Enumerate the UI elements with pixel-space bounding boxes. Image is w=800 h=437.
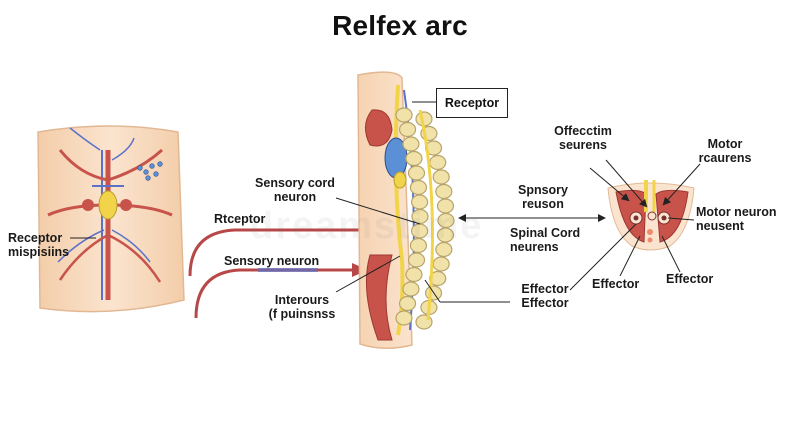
vertebra-bead: [395, 107, 413, 123]
diagram-title: Relfex arc: [332, 10, 468, 41]
label-receptor-left: Receptor mispisiins: [8, 231, 70, 259]
spinal-column-illustration: [357, 71, 455, 349]
vertebra-bead: [436, 227, 455, 243]
vertebra-bead: [429, 154, 447, 171]
label-offecctim-seurens: Offecctim seurens: [554, 124, 612, 152]
label-rtceptor: Rtceptor: [214, 212, 266, 226]
vertebra-bead: [432, 169, 450, 185]
vertebra-bead: [405, 266, 423, 283]
label-effector-effector: Effector Effector: [521, 282, 569, 310]
right-pointer-lines: [569, 159, 701, 291]
label-sensory-neuron: Sensory neuron: [224, 254, 320, 268]
label-sensory-cord-neuron: Sensory cord neuron: [255, 176, 335, 204]
vertebra-bead: [429, 270, 447, 287]
vertebra-bead: [435, 241, 453, 258]
vertebra-bead: [407, 165, 426, 181]
vertebra-bead: [435, 183, 453, 200]
label-effector-right: Effector: [666, 272, 714, 286]
vertebra-bead: [405, 150, 423, 167]
label-motor-rcaurens: Motor rcaurens: [698, 137, 752, 165]
watermark: dreamstime: [250, 205, 484, 247]
vertebra-bead: [395, 310, 413, 326]
vertebra-bead: [409, 237, 428, 254]
vertebra-bead: [398, 121, 417, 138]
pointer-lines: [335, 101, 606, 303]
vertebra-bead: [402, 281, 420, 297]
label-interours: Interours (f puinsnss: [268, 293, 336, 321]
torso-illustration: [37, 125, 185, 313]
label-spinal-cord-neurens: Spinal Cord neurens: [510, 226, 581, 254]
label-motor-neuron-neusent: Motor neuron neusent: [696, 205, 777, 233]
vertebra-bead: [432, 256, 450, 272]
label-receptor-box: Receptor: [436, 88, 508, 118]
vertebra-bead: [398, 295, 417, 312]
label-spnsory-reuson: Spnsory reuson: [517, 183, 568, 211]
label-effector-mid: Effector: [592, 277, 640, 291]
vertebra-bead: [402, 136, 420, 152]
vertebra-bead: [409, 179, 428, 196]
vertebra-bead: [407, 252, 426, 268]
